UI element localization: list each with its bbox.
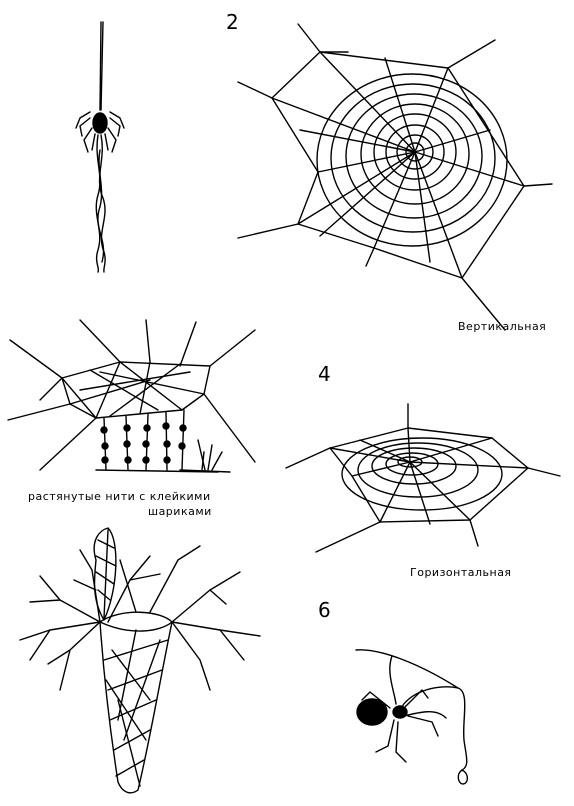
caption-threads-line1: растянутые нити с клейкими	[28, 490, 211, 503]
caption-threads-line2: шариками	[148, 505, 212, 518]
silk-droplet	[457, 769, 469, 785]
figure-number-4: 4	[318, 362, 331, 386]
sticky-droplets	[100, 422, 187, 464]
figure-number-2: 2	[226, 10, 239, 34]
spider-on-thread-drawing	[355, 649, 468, 771]
figure-number-6: 6	[318, 598, 331, 622]
vertical-orb-web	[237, 23, 553, 331]
horizontal-orb-web	[285, 403, 561, 553]
spider-abdomen	[356, 698, 388, 726]
caption-horizontal: Горизонтальная	[410, 566, 512, 579]
sheet-web-drawing	[7, 319, 256, 473]
spider-head	[392, 705, 408, 719]
hanging-spider-drawing	[75, 21, 125, 273]
funnel-web-drawing	[19, 527, 261, 794]
hanging-spider-body	[92, 112, 108, 134]
